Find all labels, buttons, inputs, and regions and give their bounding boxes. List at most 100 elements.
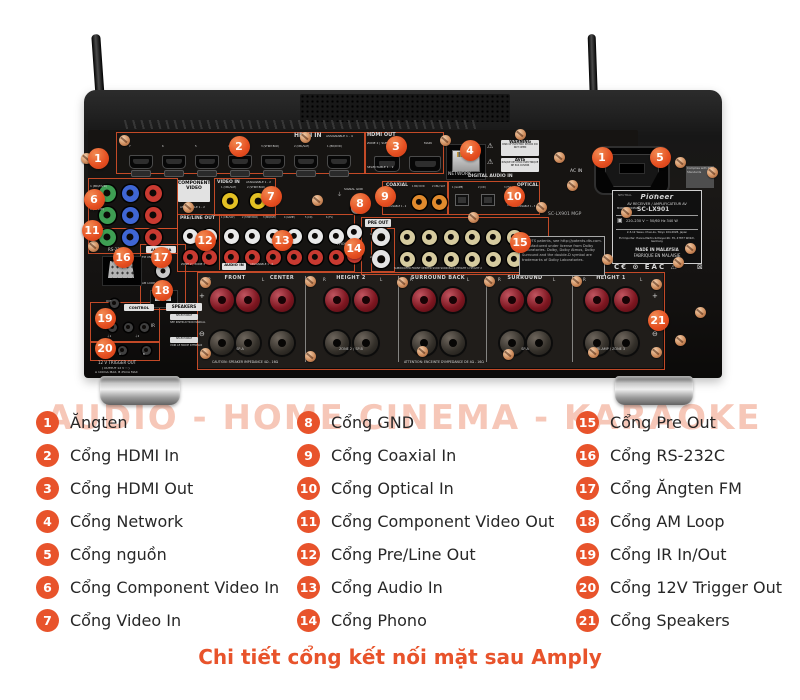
address-line1: 2-3-12 Yaesu, Chuo-ku, Tokyo 104-0028, J… — [626, 231, 688, 234]
legend-item-label: Cổng Video In — [70, 611, 182, 630]
foot-left — [100, 376, 180, 405]
callout-5: 5 — [649, 146, 671, 168]
panel-screw — [199, 347, 211, 359]
preline-out-jack — [182, 249, 198, 265]
warning-subtext: RISK OF ELECTRIC SHOCK DO NOT OPEN — [502, 143, 538, 150]
legend-item-label: Cổng AM Loop — [610, 512, 725, 531]
live-label: LIVE — [651, 193, 658, 197]
legend-number-badge: 6 — [36, 576, 59, 599]
trigger-jack — [117, 345, 127, 355]
audio-in-assignable-label: ASSIGNABLE 1 - 6 — [250, 263, 274, 266]
legend-number-badge: 21 — [576, 609, 599, 632]
video-tag-1: 1 (CBL/SAT) — [221, 186, 237, 189]
callout-14: 14 — [343, 237, 365, 259]
signal-gnd-label: SIGNAL GND — [344, 187, 363, 191]
legend-number-badge: 9 — [297, 444, 320, 467]
legend-item-label: Cổng RS-232C — [610, 446, 726, 465]
panel-screw — [483, 275, 495, 287]
network-label: NETWORK — [448, 172, 472, 177]
component-out-jack — [121, 228, 139, 246]
callout-11: 11 — [81, 219, 103, 241]
made-in-line1: MADE IN MALAYSIA — [635, 247, 679, 252]
optical-tag: 1 (GAME) — [452, 186, 464, 189]
trigger-group-box — [90, 342, 160, 361]
panel-screw — [674, 156, 686, 168]
panel-screw — [439, 134, 451, 146]
preline-audioin-divider — [219, 214, 220, 270]
panel-screw — [672, 256, 684, 268]
speaker-post-positive — [325, 288, 349, 312]
speaker-post-positive — [500, 288, 524, 312]
speaker-l-label: L — [553, 277, 556, 282]
component-in-jack — [121, 184, 139, 202]
legend-number-badge: 15 — [576, 411, 599, 434]
speaker-r-label: R — [498, 277, 501, 282]
speakers-note-en: SEE INSTRUCTION MANUAL — [170, 321, 206, 324]
audio-in-jack — [244, 228, 260, 244]
audio-in-tag: 1 (CBL/SAT) — [221, 216, 235, 219]
preout-channels-label: SUBWOOFER FRONT CENTER SURR SURR BACK HE… — [394, 267, 482, 270]
speaker-divider — [305, 276, 306, 362]
legend-number-badge: 3 — [36, 477, 59, 500]
pre-out-jack — [399, 251, 415, 267]
hdmi-selectable-label: SELECTABLE 1 - 2 — [367, 165, 394, 169]
coaxial-in-jack — [431, 194, 447, 210]
hdmi-in-port — [294, 155, 318, 169]
speaker-post-positive — [412, 288, 436, 312]
speaker-bottom-label: SP-A — [236, 347, 244, 351]
callout-3: 3 — [385, 135, 407, 157]
hdmi-zone2-sub-label: ZONE 2 | SUB — [367, 141, 388, 145]
preout-sub1-tag: 1 — [370, 232, 372, 236]
audio-in-tag: 5 (CD) — [305, 216, 313, 219]
avis-subtext: RISQUE DE CHOC ELECTRIQUE NE PAS OUVRIR — [501, 161, 539, 168]
pre-out-jack — [421, 251, 437, 267]
panel-screw — [553, 151, 565, 163]
speaker-r-label: R — [410, 277, 413, 282]
audio-in-jack — [328, 228, 344, 244]
panel-screw — [304, 350, 316, 362]
optical-in-port — [455, 194, 469, 206]
hdmi-in-port-tag: 2 (CBL/SAT) — [294, 145, 310, 148]
legend-number-badge: 16 — [576, 444, 599, 467]
hdmi-in-port — [162, 155, 186, 169]
audio-in-jack — [223, 249, 239, 265]
legend-number-badge: 1 — [36, 411, 59, 434]
optical-in-port — [481, 194, 495, 206]
ir-jack — [139, 322, 149, 332]
coaxial-in-jack — [411, 194, 427, 210]
vent-grille — [300, 94, 510, 122]
pre-out-jack — [464, 251, 480, 267]
dolby-dts-notice: For DTS patents, see http://patents.dts.… — [519, 236, 605, 276]
preline-out-jack — [182, 228, 198, 244]
zone2-zone3-label: ZONE 2 | ZONE 3 — [181, 262, 206, 266]
hdmi-in-port — [195, 155, 219, 169]
legend-number-badge: 8 — [297, 411, 320, 434]
panel-screw — [650, 278, 662, 290]
ac-in-label: AC IN — [570, 169, 583, 174]
speaker-post-negative — [527, 331, 551, 355]
panel-screw — [182, 201, 194, 213]
speaker-post-negative — [614, 331, 638, 355]
hdmi-badge — [164, 170, 184, 177]
audio-in-tag: 4 (GAME) — [284, 216, 295, 219]
speaker-r-label: R — [323, 277, 326, 282]
audio-in-jack — [307, 228, 323, 244]
speaker-post-positive — [585, 288, 609, 312]
avis-sticker: AVIS RISQUE DE CHOC ELECTRIQUE NE PAS OU… — [501, 157, 539, 172]
panel-screw — [566, 179, 578, 191]
pre-out-jack — [443, 229, 459, 245]
legend-number-badge: 7 — [36, 609, 59, 632]
optical-tag: 2 (CD) — [478, 186, 486, 189]
panel-screw — [514, 128, 526, 140]
minus-right-icon: ⊖ — [652, 330, 658, 338]
callout-21: 21 — [647, 309, 669, 331]
hdmi-in-port-tag: 7 — [129, 145, 131, 148]
hdmi-in-assignable-label: ASSIGNABLE 1 - 4 — [326, 134, 353, 138]
panel-screw — [650, 346, 662, 358]
callout-4: 4 — [459, 139, 481, 161]
vent-slots — [120, 120, 480, 129]
